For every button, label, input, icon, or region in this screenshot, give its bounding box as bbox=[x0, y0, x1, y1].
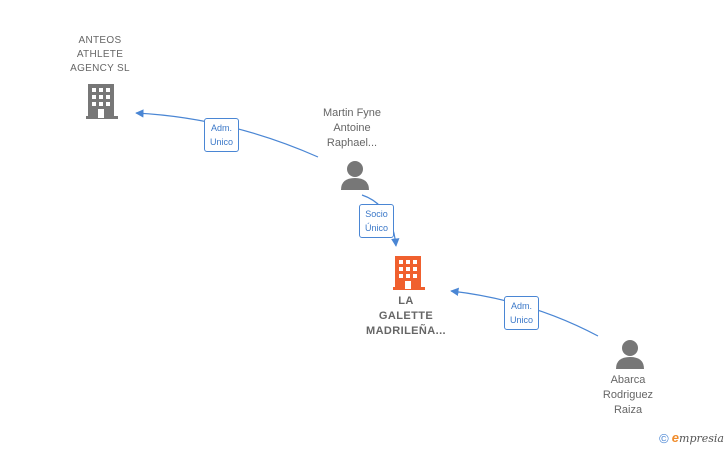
node-label-martin[interactable]: Martin Fyne Antoine Raphael... bbox=[302, 106, 402, 151]
brand-logo-text: mpresia bbox=[679, 432, 724, 445]
edge-label-line: Adm. bbox=[511, 301, 533, 311]
person-icon[interactable] bbox=[341, 161, 369, 190]
edge-label-line: Unico bbox=[210, 137, 234, 147]
brand-footer[interactable]: © empresia bbox=[659, 430, 724, 446]
node-label-line: LA bbox=[398, 295, 414, 307]
edge-label-abarca-galette: Adm. Unico bbox=[504, 296, 540, 330]
building-icon[interactable] bbox=[86, 84, 118, 119]
node-label-line: Rodriguez bbox=[602, 389, 654, 401]
node-label-abarca[interactable]: Abarca Rodriguez Raiza bbox=[578, 373, 678, 418]
node-label-line: Raphael... bbox=[326, 137, 378, 149]
edge-label-line: Unico bbox=[510, 315, 534, 325]
node-label-line: ANTEOS bbox=[78, 35, 122, 46]
node-label-line: Martin Fyne bbox=[322, 107, 382, 119]
node-label-line: ATHLETE bbox=[76, 49, 124, 60]
node-label-line: Antoine bbox=[333, 122, 371, 134]
edge-label-line: Único bbox=[365, 223, 389, 233]
copyright-icon: © bbox=[659, 431, 669, 446]
brand-logo-initial: e bbox=[671, 430, 680, 445]
node-label-line: AGENCY SL bbox=[70, 63, 130, 74]
edge-label-line: Socio bbox=[365, 209, 388, 219]
node-label-line: Abarca bbox=[610, 374, 646, 386]
edge-label-martin-galette: Socio Único bbox=[359, 204, 395, 238]
edge-label-martin-anteos: Adm. Unico bbox=[204, 118, 240, 152]
node-label-anteos[interactable]: ANTEOS ATHLETE AGENCY SL bbox=[50, 34, 150, 76]
person-icon[interactable] bbox=[616, 340, 644, 369]
node-label-galette[interactable]: LA GALETTE MADRILEÑA... bbox=[346, 294, 466, 339]
building-icon[interactable] bbox=[393, 256, 425, 290]
node-label-line: GALETTE bbox=[378, 310, 434, 322]
node-label-line: Raiza bbox=[613, 404, 643, 416]
edge-label-line: Adm. bbox=[211, 123, 233, 133]
node-label-line: MADRILEÑA... bbox=[366, 325, 446, 337]
